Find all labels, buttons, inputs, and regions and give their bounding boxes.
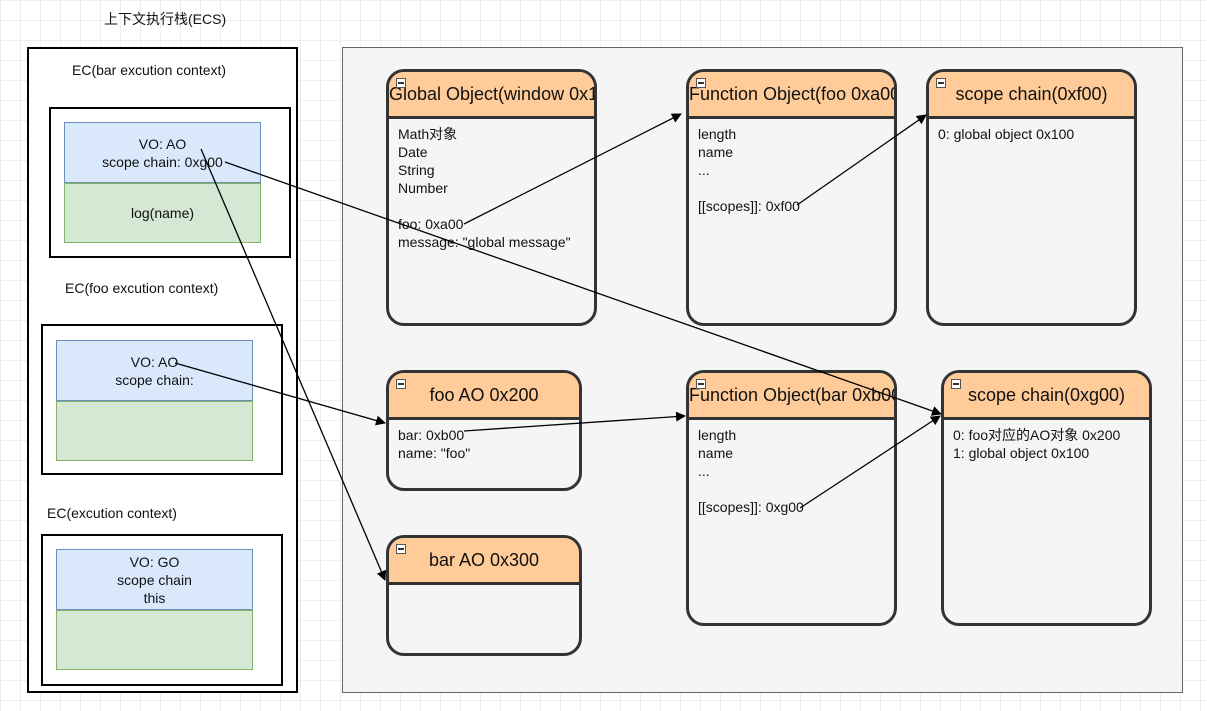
function-bar-line: [[scopes]]: 0xg00 xyxy=(698,499,804,515)
ec-global-code-cell[interactable] xyxy=(56,610,253,670)
ec-global-vo-cell[interactable]: VO: GO scope chain this xyxy=(56,549,253,610)
function-bar-title: Function Object(bar 0xb00) xyxy=(689,385,897,405)
global-object-line: foo: 0xa00 xyxy=(398,216,464,232)
collapse-icon[interactable] xyxy=(696,379,706,389)
function-bar-line: name xyxy=(698,445,734,461)
foo-ao-line: name: "foo" xyxy=(398,445,471,461)
scope-chain-g00-container[interactable]: scope chain(0xg00) 0: foo对应的AO对象 0x200 1… xyxy=(941,370,1152,626)
function-foo-line: name xyxy=(698,144,734,160)
ec-global-vo: VO: GO xyxy=(129,553,180,570)
ec-bar-code-cell[interactable]: log(name) xyxy=(64,183,261,243)
ec-foo-scope-chain: scope chain: xyxy=(115,371,194,388)
scope-chain-f00-body: 0: global object 0x100 xyxy=(938,125,1130,143)
function-foo-container[interactable]: Function Object(foo 0xa00) length name .… xyxy=(686,69,897,326)
scope-chain-g00-body: 0: foo对应的AO对象 0x200 1: global object 0x1… xyxy=(953,426,1145,462)
collapse-icon[interactable] xyxy=(396,78,406,88)
ec-bar-scope-chain: scope chain: 0xg00 xyxy=(102,153,223,170)
function-foo-header[interactable]: Function Object(foo 0xa00) xyxy=(689,72,894,119)
collapse-icon[interactable] xyxy=(936,78,946,88)
function-bar-line: ... xyxy=(698,463,710,479)
function-foo-line xyxy=(698,179,890,197)
scope-chain-g00-line: 0: foo对应的AO对象 0x200 xyxy=(953,427,1121,443)
function-bar-line xyxy=(698,480,890,498)
collapse-icon[interactable] xyxy=(696,78,706,88)
function-foo-body: length name ... [[scopes]]: 0xf00 xyxy=(698,125,890,215)
function-bar-body: length name ... [[scopes]]: 0xg00 xyxy=(698,426,890,516)
foo-ao-body: bar: 0xb00 name: "foo" xyxy=(398,426,575,462)
global-object-line: message: "global message" xyxy=(398,234,571,250)
scope-chain-g00-title: scope chain(0xg00) xyxy=(967,385,1126,405)
bar-ao-container[interactable]: bar AO 0x300 xyxy=(386,535,582,656)
bar-ao-title: bar AO 0x300 xyxy=(428,550,540,570)
collapse-icon[interactable] xyxy=(951,379,961,389)
scope-chain-g00-header[interactable]: scope chain(0xg00) xyxy=(944,373,1149,420)
function-foo-line: [[scopes]]: 0xf00 xyxy=(698,198,800,214)
scope-chain-f00-header[interactable]: scope chain(0xf00) xyxy=(929,72,1134,119)
foo-ao-line: bar: 0xb00 xyxy=(398,427,465,443)
scope-chain-f00-line: 0: global object 0x100 xyxy=(938,126,1075,142)
scope-chain-g00-line: 1: global object 0x100 xyxy=(953,445,1090,461)
global-object-body: Math对象 Date String Number foo: 0xa00 mes… xyxy=(398,125,590,251)
function-foo-title: Function Object(foo 0xa00) xyxy=(689,84,897,104)
scope-chain-f00-container[interactable]: scope chain(0xf00) 0: global object 0x10… xyxy=(926,69,1137,326)
foo-ao-header[interactable]: foo AO 0x200 xyxy=(389,373,579,420)
collapse-icon[interactable] xyxy=(396,544,406,554)
stack-title: 上下文执行栈(ECS) xyxy=(104,11,227,27)
ec-global-title: EC(excution context) xyxy=(47,505,177,521)
function-foo-line: length xyxy=(698,126,737,142)
function-bar-container[interactable]: Function Object(bar 0xb00) length name .… xyxy=(686,370,897,626)
collapse-icon[interactable] xyxy=(396,379,406,389)
ec-foo-vo: VO: AO xyxy=(130,353,179,370)
function-foo-line: ... xyxy=(698,162,710,178)
global-object-line: Number xyxy=(398,180,448,196)
ec-global-this: this xyxy=(143,589,166,606)
ec-global-scope-chain: scope chain xyxy=(117,571,192,588)
global-object-line xyxy=(398,197,590,215)
bar-ao-header[interactable]: bar AO 0x300 xyxy=(389,538,579,585)
ec-foo-title: EC(foo excution context) xyxy=(65,280,219,296)
global-object-container[interactable]: Global Object(window 0x100) Math对象 Date … xyxy=(386,69,597,326)
ec-bar-code: log(name) xyxy=(130,205,195,221)
global-object-line: Date xyxy=(398,144,428,160)
global-object-header[interactable]: Global Object(window 0x100) xyxy=(389,72,594,119)
function-bar-header[interactable]: Function Object(bar 0xb00) xyxy=(689,373,894,420)
ec-bar-vo-cell[interactable]: VO: AO scope chain: 0xg00 xyxy=(64,122,261,183)
foo-ao-title: foo AO 0x200 xyxy=(429,385,539,405)
foo-ao-container[interactable]: foo AO 0x200 bar: 0xb00 name: "foo" xyxy=(386,370,582,491)
global-object-title: Global Object(window 0x100) xyxy=(389,84,597,104)
ec-bar-title: EC(bar excution context) xyxy=(72,62,227,78)
function-bar-line: length xyxy=(698,427,737,443)
ec-foo-vo-cell[interactable]: VO: AO scope chain: xyxy=(56,340,253,401)
global-object-line: String xyxy=(398,162,435,178)
ec-bar-vo: VO: AO xyxy=(138,135,187,152)
global-object-line: Math对象 xyxy=(398,126,458,142)
scope-chain-f00-title: scope chain(0xf00) xyxy=(955,84,1108,104)
ec-foo-code-cell[interactable] xyxy=(56,401,253,461)
